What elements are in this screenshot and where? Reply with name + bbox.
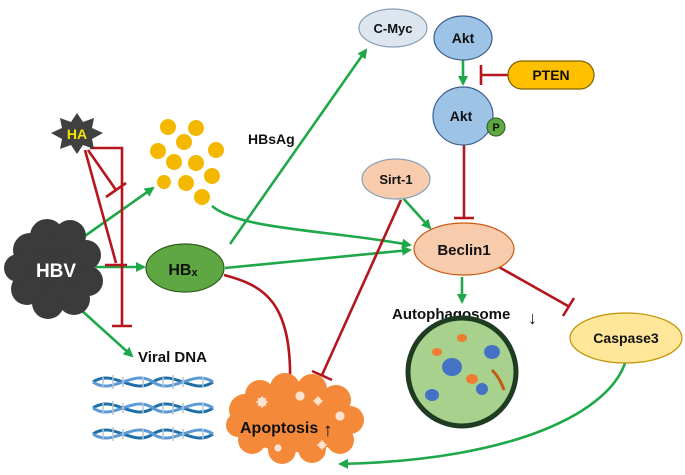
hbv-node: HBV — [4, 219, 103, 319]
hbsag-particles — [150, 119, 224, 205]
hbx-label: HBx — [168, 262, 198, 279]
edge-sirt1-apoptosis — [320, 199, 403, 376]
sirt1-label: Sirt-1 — [379, 172, 412, 187]
sirt1-node: Sirt-1 — [361, 158, 431, 200]
ha-node: HA — [51, 113, 103, 154]
inhibition-edges — [83, 65, 576, 385]
apoptosis-increase-arrow: ↑ — [323, 420, 333, 441]
apoptotic-body-icons — [256, 391, 345, 452]
pten-label: PTEN — [532, 67, 569, 83]
edge-ha-viraldna — [90, 146, 124, 326]
edge-sirt1-beclin1 — [402, 197, 432, 230]
cmyc-label: C-Myc — [373, 21, 412, 36]
edge-caspase3-apoptosis — [338, 359, 628, 469]
beclin1-label: Beclin1 — [437, 242, 490, 259]
apoptosis-node: Apoptosis ↑ — [226, 373, 364, 464]
akt-node: Akt — [433, 15, 493, 61]
phospho-badge: P — [492, 122, 499, 134]
hbv-label: HBV — [36, 261, 76, 282]
ha-label: HA — [67, 126, 87, 142]
hbx-node: HBx — [145, 243, 225, 293]
edge-hbx-beclin1 — [224, 245, 412, 270]
edge-hbv-hbsag — [81, 186, 155, 240]
viral-dna-label: Viral DNA — [138, 349, 207, 366]
edge-hbx-apoptosis — [223, 273, 292, 384]
edge-hbx-cmyc — [228, 48, 368, 245]
pten-node: PTEN — [507, 60, 595, 90]
autophagosome-decrease-arrow: ↓ — [528, 308, 537, 328]
edge-ha-hbsag — [86, 149, 118, 191]
edge-hbsag-beclin1 — [211, 205, 412, 249]
bar-beclin1-caspase3 — [561, 297, 576, 317]
caspase3-label: Caspase3 — [593, 330, 659, 346]
akt-p-label: Akt — [450, 108, 473, 124]
akt-label: Akt — [452, 30, 475, 46]
dna-helix-icon — [92, 375, 214, 441]
akt-p-node: Akt P — [432, 86, 506, 146]
autophagosome-icon — [405, 315, 519, 429]
bar-sirt1-apoptosis — [311, 369, 333, 382]
apoptosis-label: Apoptosis — [240, 420, 318, 437]
bar-ha-hbsag — [105, 181, 127, 199]
caspase3-node: Caspase3 — [569, 312, 683, 364]
hbsag-label: HBsAg — [248, 131, 295, 147]
cmyc-node: C-Myc — [358, 8, 428, 48]
beclin1-node: Beclin1 — [413, 222, 515, 276]
edge-ha-hbv — [83, 149, 118, 264]
edge-beclin1-caspase3 — [489, 260, 569, 308]
